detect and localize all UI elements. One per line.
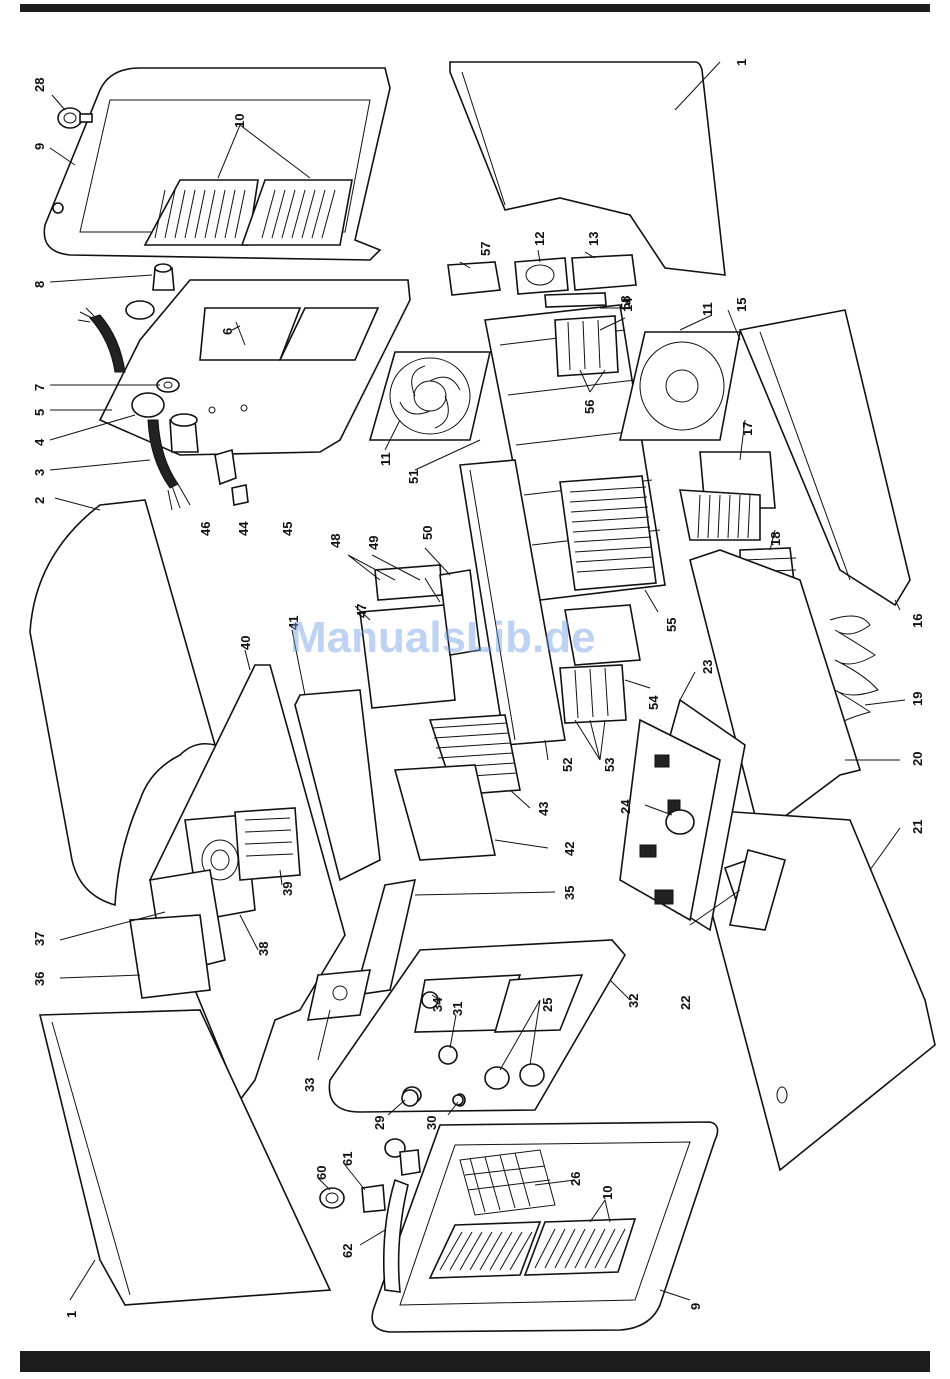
part-terminals — [555, 316, 618, 376]
callout-label: 1 — [64, 1311, 79, 1318]
part-panel-board — [308, 970, 370, 1020]
part-front-frame-top — [44, 68, 390, 260]
callout-label: 46 — [198, 522, 213, 536]
callout-label: 62 — [340, 1244, 355, 1258]
callout-label: 17 — [740, 422, 755, 436]
callout-label: 30 — [424, 1116, 439, 1130]
callout-label: 48 — [328, 534, 343, 548]
callout-label: 33 — [302, 1078, 317, 1092]
callout-label: 55 — [664, 618, 679, 632]
callout-label: 57 — [478, 242, 493, 256]
callout-label: 13 — [586, 232, 601, 246]
callout-label: 23 — [700, 660, 715, 674]
callout-label: 11 — [700, 302, 715, 316]
callout-label: 25 — [540, 998, 555, 1012]
callout-label: 45 — [280, 522, 295, 536]
callout-label: 56 — [582, 400, 597, 414]
callout-label: 37 — [32, 932, 47, 946]
callout-label: 11 — [378, 452, 393, 466]
callout-label: 36 — [32, 972, 47, 986]
callout-label: 2 — [32, 497, 47, 504]
callout-label: 15 — [734, 298, 749, 312]
callout-label: 16 — [910, 614, 925, 628]
callout-label: 10 — [600, 1186, 615, 1200]
callout-label: 52 — [560, 758, 575, 772]
callout-label: 7 — [32, 384, 47, 391]
part-side-cover-bottom — [40, 1010, 330, 1305]
callout-label: 10 — [232, 114, 247, 128]
callout-label: 58 — [618, 296, 633, 310]
callout-label: 42 — [562, 842, 577, 856]
callout-label: 20 — [910, 752, 925, 766]
callout-label: 12 — [532, 232, 547, 246]
callout-label: 60 — [314, 1166, 329, 1180]
part-fan-right — [620, 332, 740, 440]
callout-label: 26 — [568, 1172, 583, 1186]
callout-label: 51 — [406, 470, 421, 484]
callout-label: 54 — [646, 695, 661, 710]
callout-label: 21 — [910, 820, 925, 834]
callout-label: 39 — [280, 882, 295, 896]
callout-label: 9 — [688, 1303, 703, 1310]
part-front-frame-bottom — [372, 1122, 717, 1332]
callout-label: 31 — [450, 1002, 465, 1016]
part-inductor — [680, 452, 775, 540]
callout-label: 40 — [238, 636, 253, 650]
callout-label: 22 — [678, 996, 693, 1010]
callout-label: 29 — [372, 1116, 387, 1130]
callout-label: 44 — [236, 521, 251, 536]
callout-label: 8 — [32, 281, 47, 288]
callout-label: 43 — [536, 802, 551, 816]
callout-label: 1 — [734, 59, 749, 66]
callout-label: 4 — [32, 438, 47, 446]
part-connector — [153, 264, 174, 290]
callout-label: 49 — [366, 536, 381, 550]
callout-label: 18 — [768, 532, 783, 546]
callout-label: 32 — [626, 994, 641, 1008]
part-fan-left — [370, 352, 490, 440]
part-bracket-assembly — [448, 255, 636, 307]
callout-label: 3 — [32, 469, 47, 476]
callout-label: 28 — [32, 78, 47, 92]
callout-label: 61 — [340, 1152, 355, 1166]
callout-label: 34 — [430, 997, 445, 1012]
callout-label: 50 — [420, 526, 435, 540]
callout-label: 6 — [220, 328, 235, 335]
callout-label: 9 — [32, 143, 47, 150]
callout-label: 19 — [910, 692, 925, 706]
callout-label: 38 — [256, 942, 271, 956]
part-bottom-panel — [690, 810, 935, 1170]
watermark-text: ManualsLib.de — [290, 613, 596, 662]
callout-label: 24 — [618, 799, 633, 814]
callout-label: 53 — [602, 758, 617, 772]
callout-label: 35 — [562, 886, 577, 900]
callout-label: 5 — [32, 409, 47, 416]
